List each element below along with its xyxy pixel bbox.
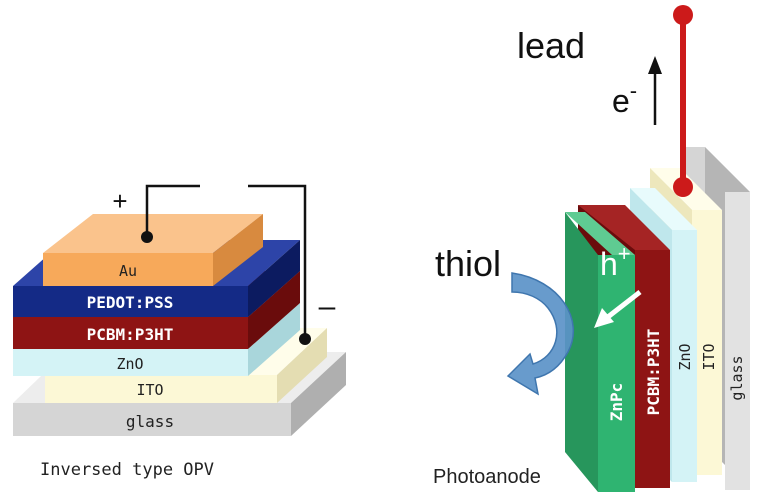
opv-label-zno: ZnO [116,355,143,373]
photo-label-pcbm: PCBM:P3HT [644,329,663,416]
hole-label: h+ [600,241,631,282]
thiol-curved-arrow [506,272,574,396]
photoanode-stack: ZnPc PCBM:P3HT ZnO ITO glass lead e- h+ … [433,5,750,492]
lead-label: lead [517,25,585,66]
opv-label-glass: glass [126,412,174,431]
photo-layer-znpc [565,212,635,492]
opv-label-ito: ITO [136,381,163,399]
opv-label-au: Au [119,262,137,280]
photo-label-zno: ZnO [676,343,694,370]
opv-layer-au [43,214,263,286]
photo-label-glass: glass [728,355,746,400]
opv-plus-sign: + [112,186,127,216]
opv-contact-cathode-dot [299,333,311,345]
hole-arrow-head [594,308,614,328]
hole-label-superscript: + [618,241,631,266]
opv-caption: Inversed type OPV [40,460,214,480]
opv-contact-anode-dot [141,231,153,243]
electron-arrow-head [648,56,662,74]
photoanode-caption: Photoanode [433,466,541,488]
lead-top-dot [673,5,693,25]
opv-circuit-wires [145,184,307,339]
photo-label-ito: ITO [700,343,718,370]
hole-arrow-shaft [602,290,642,322]
thiol-label: thiol [435,243,501,284]
photo-label-znpc: ZnPc [607,383,626,422]
electron-label: e- [612,78,637,119]
lead-contact-dot [673,177,693,197]
opv-minus-sign: – [319,290,336,323]
opv-stack: Au PEDOT:PSS PCBM:P3HT ZnO ITO glass + –… [13,184,346,480]
opv-label-pcbm: PCBM:P3HT [87,325,174,344]
electron-label-superscript: - [630,78,637,103]
opv-label-pedot: PEDOT:PSS [87,293,174,312]
